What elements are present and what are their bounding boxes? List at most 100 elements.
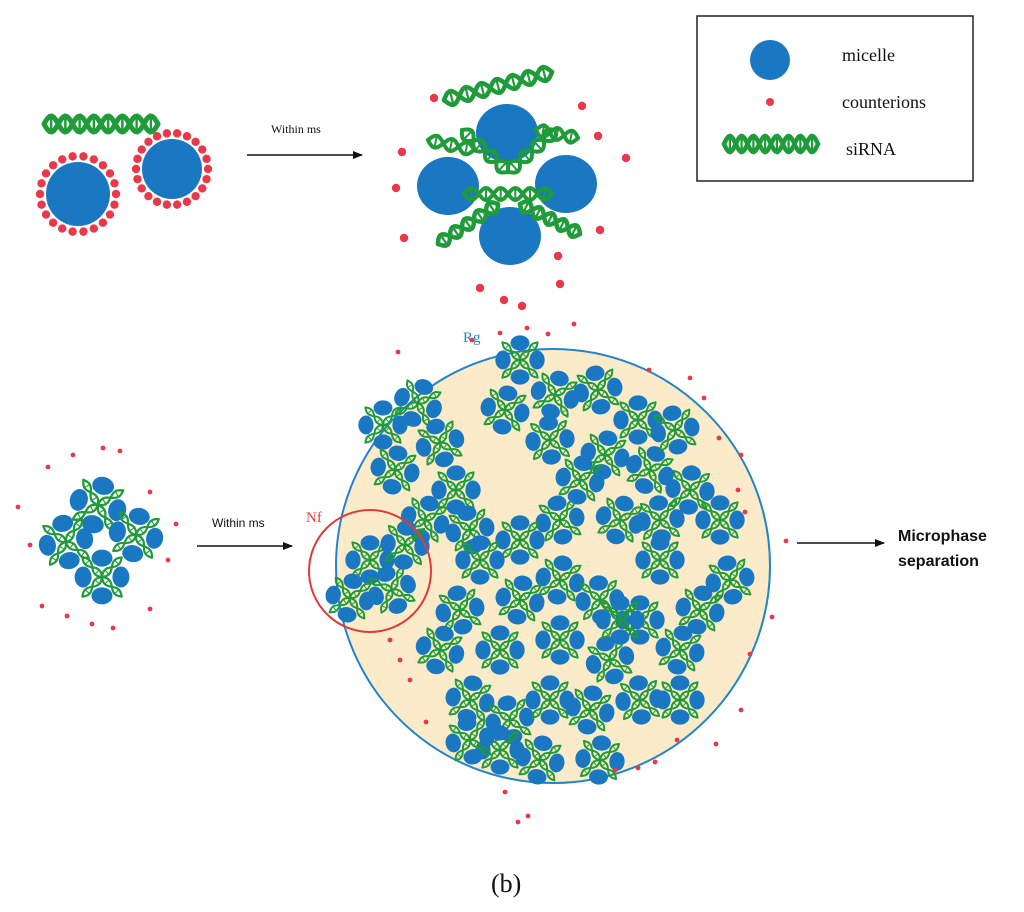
counterion — [571, 321, 577, 327]
counterion — [191, 192, 200, 201]
micelle-sirna-motif — [575, 575, 625, 625]
micelle — [128, 507, 150, 525]
micelle — [535, 630, 551, 650]
counterion — [198, 145, 207, 154]
micelle — [514, 403, 530, 423]
micelle — [91, 587, 113, 605]
sirna-strand — [328, 582, 372, 614]
micelle — [447, 585, 467, 601]
counterion — [89, 155, 98, 164]
micelle — [583, 685, 603, 701]
sirna-strand — [661, 681, 699, 719]
micelle — [529, 350, 545, 370]
counterion — [701, 395, 707, 401]
micelle-icon — [750, 40, 790, 80]
micelle-sirna-motif — [368, 566, 416, 614]
sirna-strand — [448, 684, 492, 716]
micelle — [606, 528, 625, 545]
micelle — [626, 454, 642, 474]
micelle — [669, 550, 685, 570]
micelle — [649, 610, 665, 630]
micelle — [609, 752, 625, 771]
sirna-strand — [619, 401, 657, 439]
sirna-strand — [518, 744, 562, 776]
micelle-sirna-motif — [455, 535, 505, 585]
micelle — [605, 668, 624, 685]
micelle — [463, 749, 483, 765]
micelle — [74, 566, 92, 588]
sirna-strand — [643, 499, 677, 541]
counterion — [499, 295, 509, 305]
micelle — [549, 753, 565, 773]
micelle — [589, 769, 608, 785]
micelle — [509, 740, 525, 760]
micelle — [92, 476, 115, 495]
micelle — [729, 510, 745, 530]
micelle — [448, 429, 465, 448]
nf-circle — [308, 509, 432, 633]
micelle-sirna-motif — [431, 465, 481, 515]
micelle — [69, 488, 88, 511]
counterion — [525, 813, 531, 819]
micelle — [433, 515, 450, 534]
micelle-sirna-motif — [394, 379, 442, 427]
micelle — [52, 514, 74, 532]
micelle — [76, 528, 94, 550]
outcome-arrow: Microphase separation — [797, 528, 987, 570]
outcome-label-line2: separation — [898, 553, 979, 570]
counterion — [110, 625, 116, 631]
micelle — [510, 515, 530, 531]
micelle-sirna-motif — [565, 685, 615, 735]
sirna-strand — [426, 420, 454, 466]
counterion — [387, 637, 393, 643]
micelle — [709, 603, 725, 623]
counterion — [577, 101, 587, 111]
micelle — [649, 495, 668, 511]
micelle — [585, 655, 602, 674]
micelle — [667, 659, 687, 675]
counterion — [37, 179, 46, 188]
micelle-sirna-motif — [655, 625, 705, 675]
micelle — [495, 530, 511, 550]
micelle — [553, 555, 573, 571]
micelle — [38, 534, 56, 556]
counterion — [111, 189, 121, 199]
counterion — [70, 452, 76, 458]
micelle — [513, 575, 533, 591]
outcome-label-line1: Microphase — [898, 528, 987, 545]
sirna-strand — [441, 64, 555, 108]
micelle — [343, 573, 363, 589]
micelle — [535, 567, 551, 587]
micelle — [710, 529, 730, 545]
micelle — [673, 625, 693, 641]
micelle — [573, 455, 593, 471]
micelle — [547, 495, 567, 511]
micelle — [108, 521, 126, 543]
micelle-sirna-motif — [675, 585, 725, 635]
sirna-strand — [582, 368, 614, 412]
micelle — [470, 569, 490, 585]
micelle-sirna-motif — [475, 625, 525, 675]
micelle-sirna-motif — [358, 400, 408, 450]
sirna-icon — [721, 133, 821, 155]
sirna-strand — [658, 634, 702, 666]
micelle — [142, 139, 202, 199]
micelle-sirna-motif — [635, 535, 685, 585]
micelle — [415, 438, 432, 457]
micelle-sirna-motif — [74, 549, 130, 605]
micelle — [699, 482, 715, 501]
counterion — [391, 183, 401, 193]
micelle-sirna-motif — [445, 715, 495, 765]
micelle — [669, 509, 685, 528]
micelle — [632, 709, 651, 725]
micelle — [535, 513, 551, 533]
sirna-strand — [641, 541, 679, 579]
sirna-strand — [541, 621, 579, 659]
counterion — [79, 152, 88, 161]
sirna-strand — [373, 454, 417, 486]
counterion — [475, 283, 485, 293]
counterion — [502, 789, 508, 795]
micelle — [370, 457, 386, 477]
sirna-strand — [583, 579, 617, 621]
counterion — [742, 509, 748, 515]
